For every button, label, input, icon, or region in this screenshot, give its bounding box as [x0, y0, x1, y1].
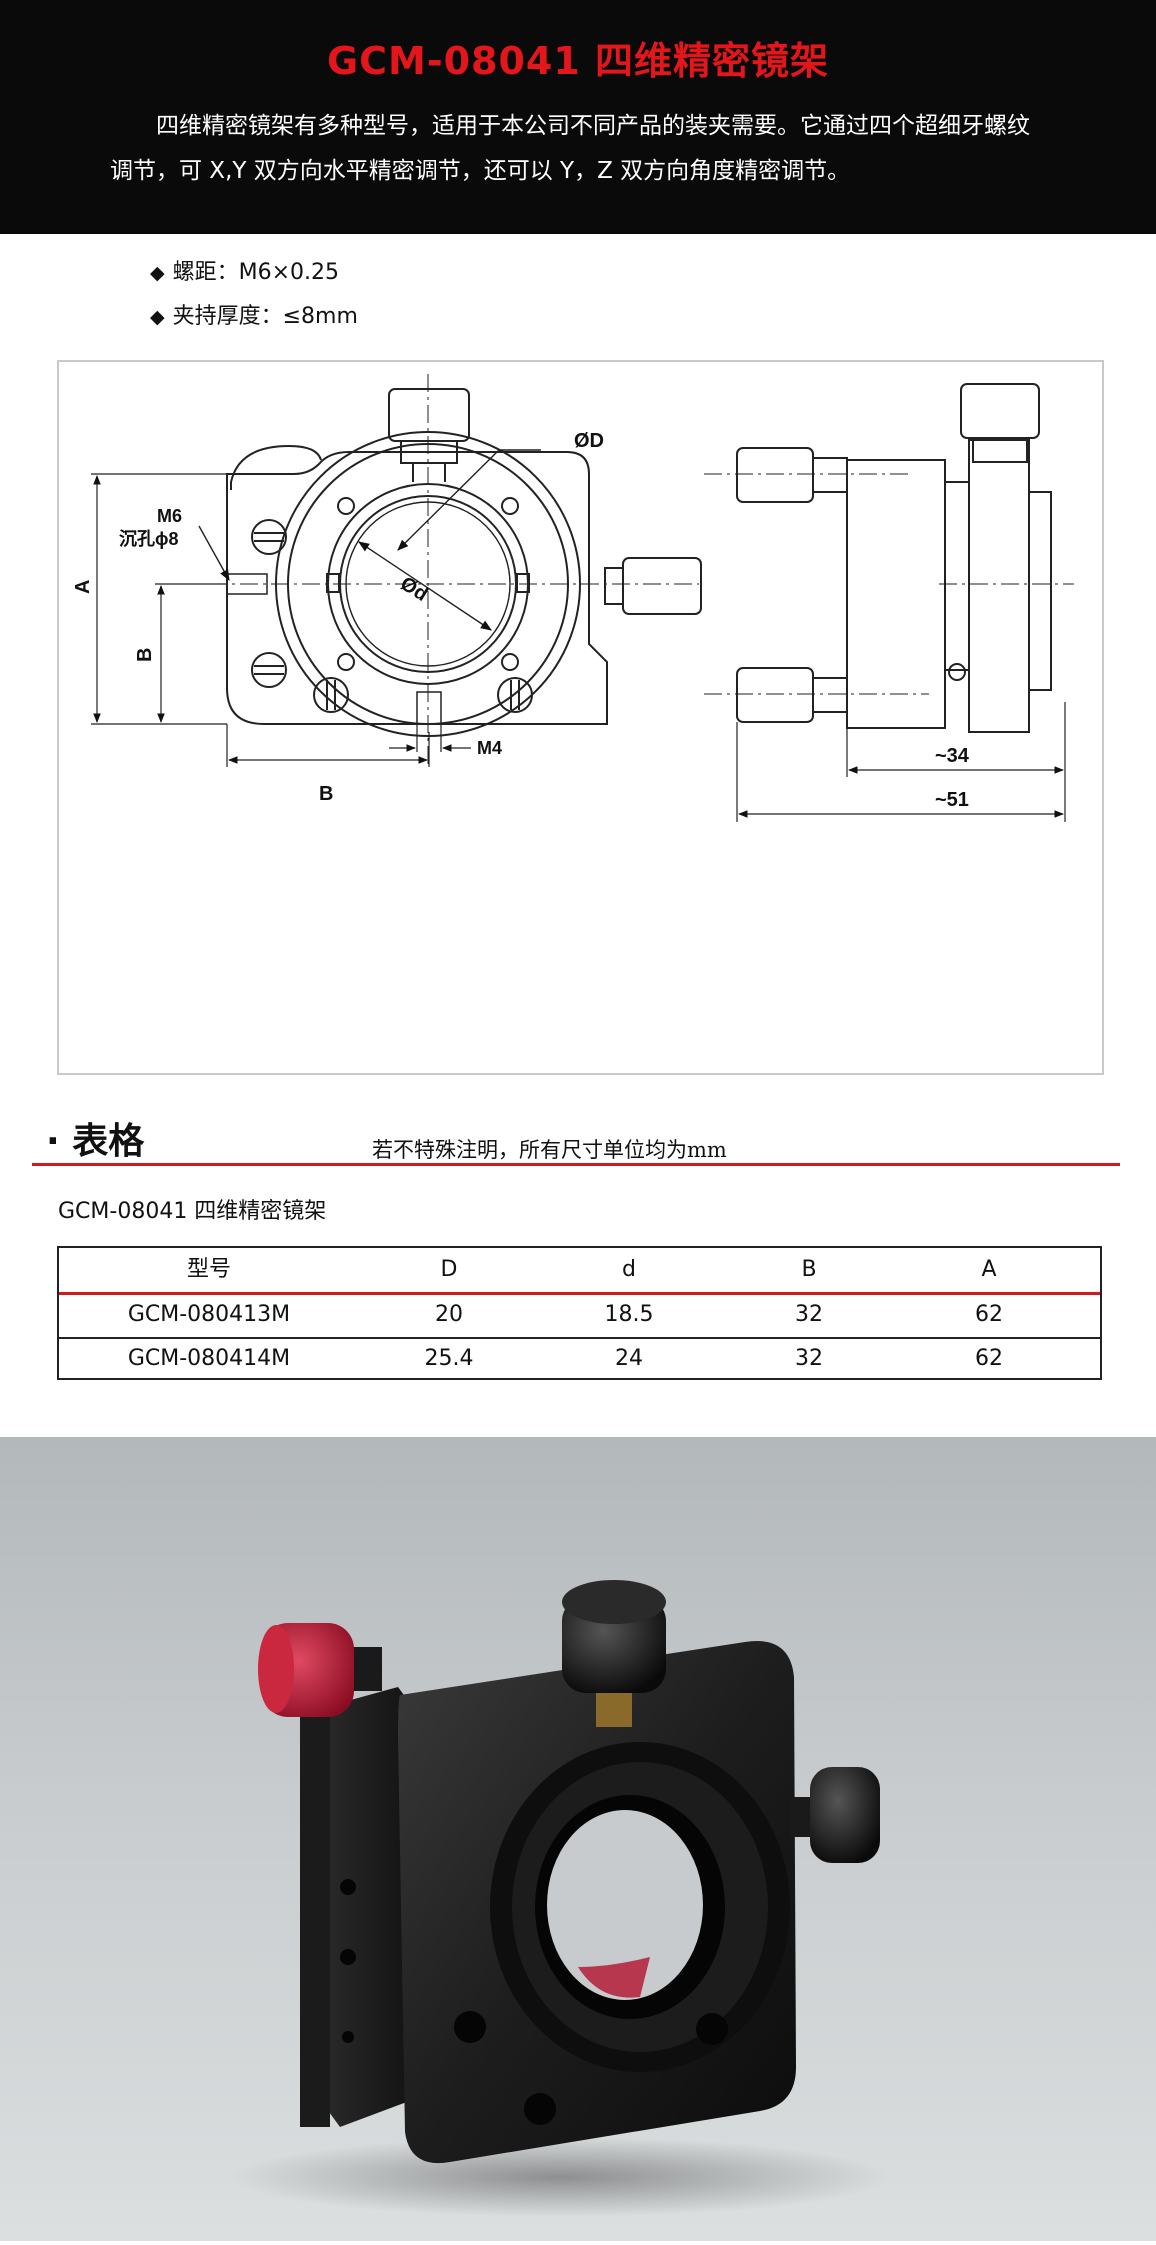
- cell-d-outer: 20: [435, 1302, 463, 1327]
- slotted-screw: [251, 519, 287, 555]
- technical-drawing: ØD Ød M6 沉孔ϕ8 A B B M4 ~34 ~51: [57, 360, 1104, 1075]
- top-knob: [388, 388, 470, 442]
- intro-paragraph: 四维精密镜架有多种型号，适用于本公司不同产品的装夹需要。它通过四个超细牙螺纹调节…: [110, 113, 1030, 184]
- section-note: 若不特殊注明，所有尺寸单位均为mm: [372, 1138, 727, 1162]
- table-header-divider: [59, 1292, 1100, 1295]
- label-od: ØD: [574, 430, 604, 452]
- cell-b: 32: [795, 1302, 823, 1327]
- front-plate-notch: [230, 444, 322, 490]
- cell-a: 62: [975, 1302, 1003, 1327]
- spec-table: 型号 D d B A GCM-080413M 20 18.5 32 62 GCM…: [57, 1246, 1102, 1380]
- page-title: GCM-08041 四维精密镜架: [326, 39, 830, 83]
- header-d-outer: D: [440, 1257, 458, 1282]
- header-d-inner: d: [622, 1257, 636, 1282]
- spec-item-thickness: ◆ 夹持厚度：≤8mm: [150, 295, 358, 339]
- table-row: GCM-080414M 25.4 24 32 62: [59, 1337, 1100, 1381]
- side-top-knob: [960, 383, 1040, 439]
- label-a: A: [72, 580, 94, 594]
- table-row-divider: [59, 1337, 1100, 1339]
- table-caption: GCM-08041 四维精密镜架: [58, 1199, 327, 1224]
- header-model: 型号: [186, 1257, 231, 1282]
- diamond-bullet-icon: ◆: [150, 306, 165, 328]
- spec-item-pitch: ◆ 螺距：M6×0.25: [150, 251, 358, 295]
- label-depth34: ~34: [935, 745, 970, 767]
- section-title: · 表格: [46, 1121, 145, 1162]
- right-knob: [622, 557, 702, 615]
- cell-d-outer: 25.4: [424, 1346, 474, 1371]
- cell-d-inner: 18.5: [604, 1302, 654, 1327]
- spec-list: ◆ 螺距：M6×0.25 ◆ 夹持厚度：≤8mm: [150, 251, 358, 339]
- cell-a: 62: [975, 1346, 1003, 1371]
- cell-model: GCM-080413M: [127, 1302, 291, 1327]
- photo-right-knob: [810, 1767, 880, 1863]
- label-counterbore: 沉孔ϕ8: [119, 529, 179, 549]
- side-left-knob-lower: [736, 667, 814, 723]
- label-b-horizontal: B: [319, 783, 333, 805]
- table-header-row: 型号 D d B A: [59, 1248, 1100, 1292]
- slotted-screw: [251, 652, 287, 688]
- label-depth51: ~51: [935, 789, 969, 811]
- product-illustration: [230, 1580, 890, 2217]
- header-b: B: [801, 1257, 817, 1282]
- label-id: Ød: [396, 573, 431, 606]
- label-m4: M4: [477, 738, 502, 758]
- slotted-screw: [313, 677, 349, 713]
- cell-model: GCM-080414M: [127, 1346, 291, 1371]
- label-m6: M6: [157, 506, 182, 526]
- product-photo: [0, 1437, 1156, 2241]
- table-row: GCM-080413M 20 18.5 32 62: [59, 1293, 1100, 1337]
- drawing-svg: ØD Ød M6 沉孔ϕ8 A B B M4 ~34 ~51: [72, 374, 1074, 822]
- header-banner: GCM-08041 四维精密镜架 四维精密镜架有多种型号，适用于本公司不同产品的…: [0, 0, 1156, 234]
- side-plate: [968, 439, 1030, 733]
- cell-b: 32: [795, 1346, 823, 1371]
- section-divider: [32, 1163, 1120, 1166]
- spec-text: 夹持厚度：≤8mm: [172, 304, 358, 329]
- front-plate-outline: [226, 451, 608, 725]
- slotted-screw: [497, 677, 533, 713]
- header-a: A: [981, 1257, 997, 1282]
- spec-text: 螺距：M6×0.25: [172, 260, 340, 285]
- side-body: [846, 459, 946, 729]
- label-b-vertical: B: [134, 648, 156, 662]
- cell-d-inner: 24: [615, 1346, 643, 1371]
- diamond-bullet-icon: ◆: [150, 262, 165, 284]
- side-left-knob-upper: [736, 447, 814, 503]
